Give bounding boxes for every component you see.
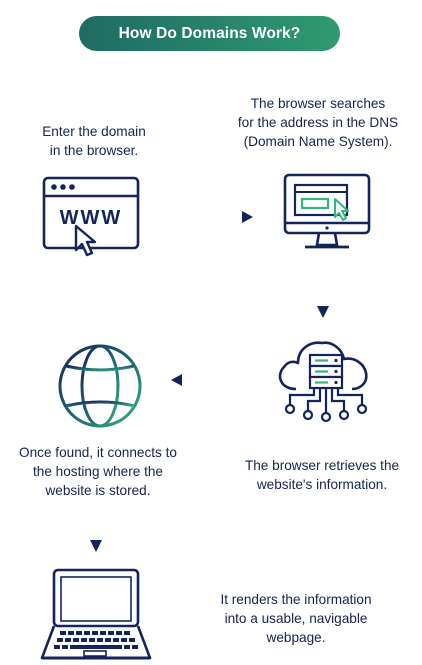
laptop-icon bbox=[40, 568, 152, 660]
step-2-caption: The browser searches for the address in … bbox=[218, 94, 418, 151]
step-2-line-1: The browser searches bbox=[250, 96, 386, 111]
step-3-line-2: website's information. bbox=[256, 477, 388, 492]
step-2-line-3: (Domain Name System). bbox=[243, 134, 393, 149]
arrow-step1-to-step2 bbox=[178, 211, 253, 223]
www-browser-icon: WWW bbox=[42, 176, 140, 257]
www-text: WWW bbox=[60, 207, 123, 229]
step-4-caption: Once found, it connects to the hosting w… bbox=[0, 443, 196, 500]
step-4-line-3: website is stored. bbox=[45, 483, 151, 498]
arrow-step4-to-step5 bbox=[90, 508, 102, 552]
step-3-line-1: The browser retrieves the bbox=[244, 458, 400, 473]
step-5-line-2: into a usable, navigable bbox=[224, 611, 368, 626]
cloud-server-icon bbox=[278, 341, 368, 423]
step-1-caption: Enter the domain in the browser. bbox=[14, 122, 174, 160]
step-1-line-1: Enter the domain bbox=[42, 124, 146, 139]
step-1-line-2: in the browser. bbox=[49, 143, 139, 158]
arrow-step2-to-step3 bbox=[317, 272, 329, 318]
globe-icon bbox=[58, 344, 142, 428]
step-4-line-2: the hosting where the bbox=[33, 464, 163, 479]
step-4-line-1: Once found, it connects to bbox=[19, 445, 177, 460]
step-2-line-2: for the address in the DNS bbox=[237, 115, 399, 130]
diagram-title: How Do Domains Work? bbox=[79, 16, 340, 51]
monitor-search-icon bbox=[283, 173, 371, 249]
step-5-line-1: It renders the information bbox=[220, 592, 372, 607]
step-5-line-3: webpage. bbox=[266, 630, 326, 645]
step-3-caption: The browser retrieves the website's info… bbox=[222, 456, 422, 494]
arrow-step3-to-step4 bbox=[171, 374, 242, 386]
step-5-caption: It renders the information into a usable… bbox=[196, 590, 396, 647]
